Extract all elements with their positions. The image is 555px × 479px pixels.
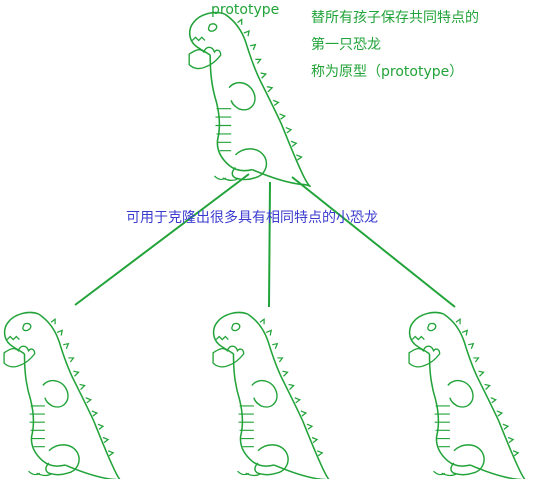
description-line-2: 第一只恐龙 [311, 37, 381, 53]
description-line-3: 称为原型（prototype） [311, 64, 464, 80]
connector-right [291, 176, 456, 308]
clone-dinosaur-middle-icon [212, 311, 332, 479]
description-line-1: 替所有孩子保存共同特点的 [311, 10, 479, 26]
clone-dinosaur-left-icon [3, 311, 123, 479]
prototype-dinosaur-icon [188, 11, 311, 188]
clone-dinosaur-right-icon [408, 311, 528, 479]
prototype-label: prototype [211, 2, 280, 18]
connector-left [74, 173, 250, 306]
connector-middle [268, 181, 271, 308]
clone-caption: 可用于克隆出很多具有相同特点的小恐龙 [126, 210, 378, 226]
